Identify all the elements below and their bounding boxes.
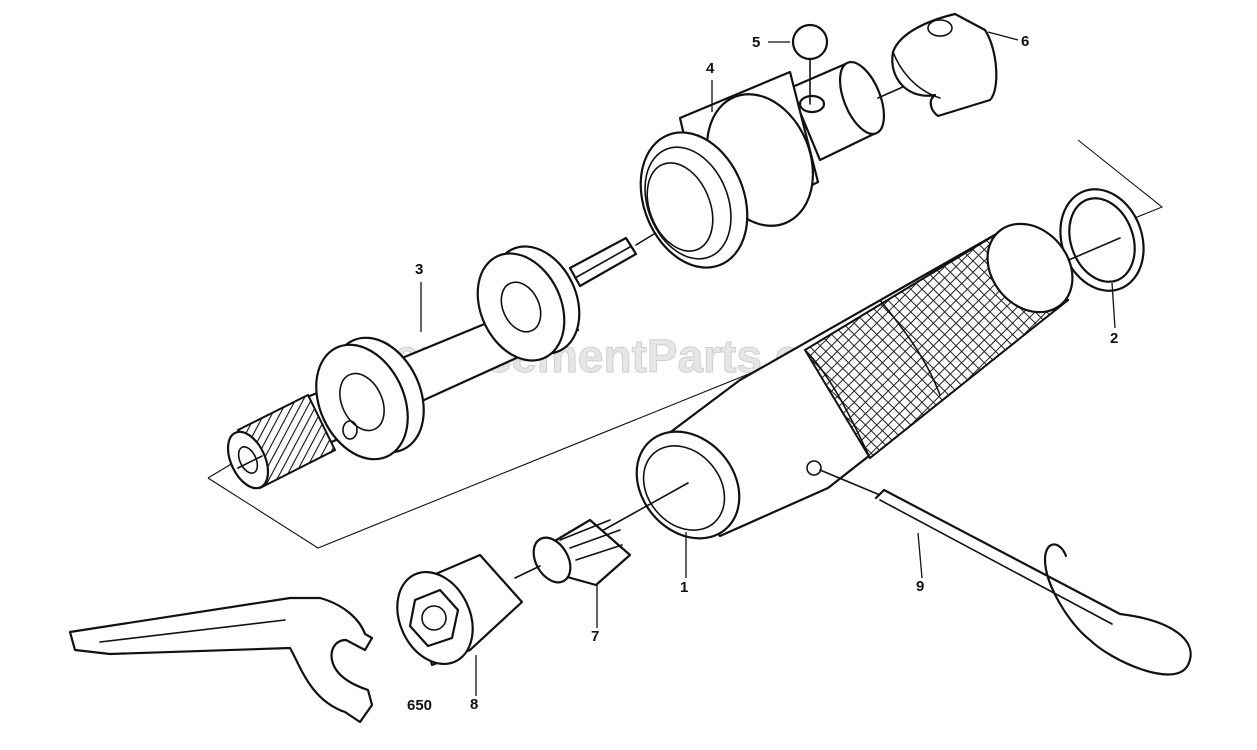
callout-5: 5 — [752, 34, 760, 51]
callout-8: 8 — [470, 696, 478, 713]
part-1-handpiece-housing — [599, 222, 1074, 540]
part-4-coupling — [639, 60, 906, 269]
part-6-sleeve — [891, 12, 998, 118]
part-3-spindle-shaft — [226, 211, 691, 490]
part-8-collet-nut — [396, 553, 524, 667]
callout-6: 6 — [1021, 33, 1029, 50]
callout-2: 2 — [1110, 330, 1118, 347]
model-number-label: 650 — [407, 697, 432, 714]
part-7-collet — [514, 518, 632, 587]
callout-4: 4 — [706, 60, 715, 77]
callout-3: 3 — [415, 261, 423, 278]
callout-7: 7 — [591, 628, 599, 645]
wrench-tool — [68, 596, 374, 724]
part-2-retaining-ring — [1049, 188, 1145, 292]
part-9-hook-wire — [874, 488, 1192, 676]
part-5-ball — [791, 23, 829, 105]
callout-9: 9 — [916, 578, 924, 595]
callout-1: 1 — [680, 579, 688, 596]
leader-lines — [420, 31, 1116, 696]
